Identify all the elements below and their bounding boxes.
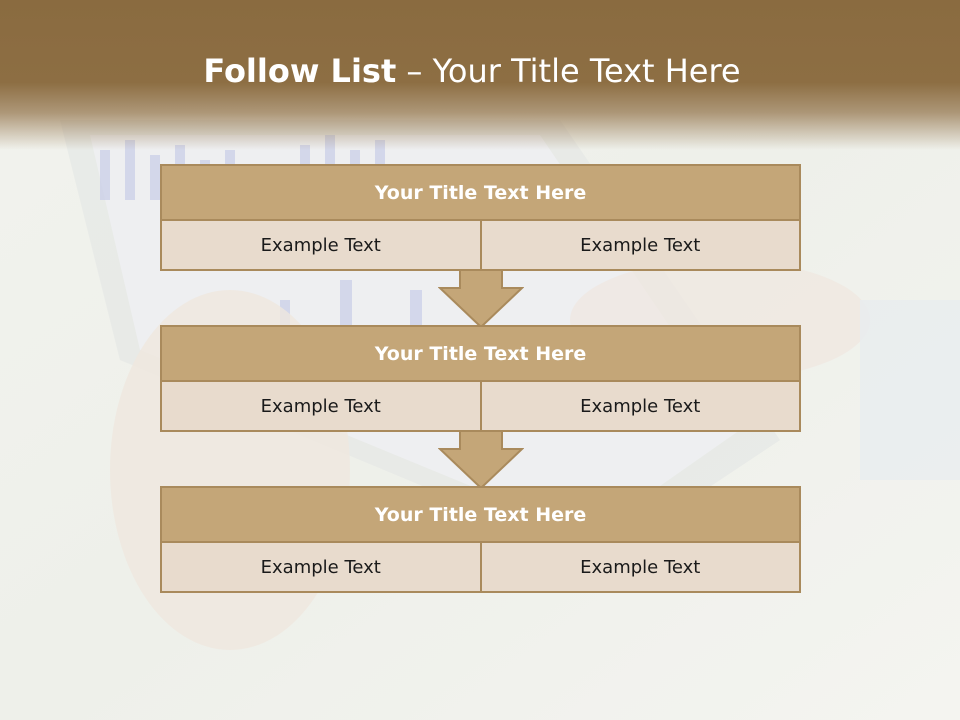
block-cell-right: Example Text [481,382,801,432]
block-cell-right: Example Text [481,543,801,593]
slide-title: Follow List – Your Title Text Here [0,52,944,90]
title-band [0,0,960,150]
title-separator: – [396,52,433,90]
block-title: Your Title Text Here [160,486,801,543]
list-block-2: Your Title Text Here Example Text Exampl… [160,325,801,432]
title-bold: Follow List [203,52,397,90]
block-title: Your Title Text Here [160,325,801,382]
block-row: Example Text Example Text [160,221,801,271]
block-row: Example Text Example Text [160,543,801,593]
title-rest: Your Title Text Here [432,52,741,90]
block-row: Example Text Example Text [160,382,801,432]
block-cell-left: Example Text [160,221,482,271]
down-arrow-icon [438,431,524,489]
block-cell-left: Example Text [160,382,482,432]
block-cell-left: Example Text [160,543,482,593]
block-title: Your Title Text Here [160,164,801,221]
list-block-1: Your Title Text Here Example Text Exampl… [160,164,801,271]
list-block-3: Your Title Text Here Example Text Exampl… [160,486,801,593]
down-arrow-icon [438,270,524,328]
block-cell-right: Example Text [481,221,801,271]
